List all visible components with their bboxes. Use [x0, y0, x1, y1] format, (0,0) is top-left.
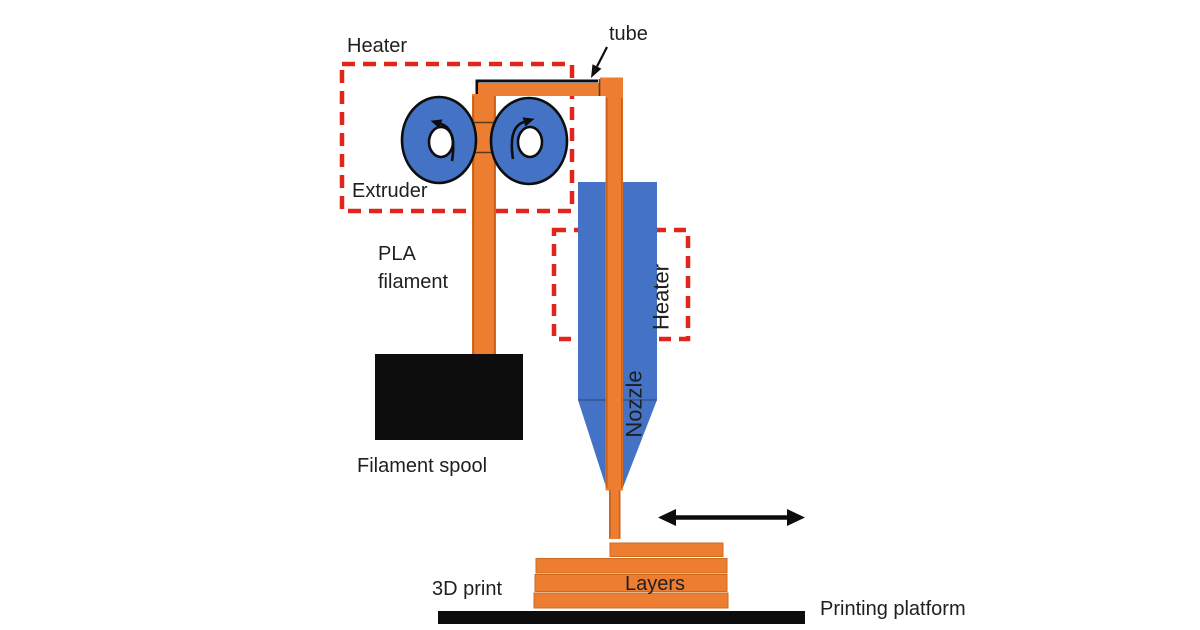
tube-vertical: [605, 77, 623, 491]
rotation-arrow-left-icon: [440, 122, 455, 162]
extruder-heater-label: Heater: [347, 35, 407, 57]
print-layer-1: [609, 542, 724, 557]
nozzle-tip-filament: [609, 489, 621, 539]
print-layer-3: [534, 574, 728, 592]
extruder-heater-dashed-box: [339, 61, 575, 214]
print-layer-4: [533, 592, 729, 609]
printing-platform: [438, 611, 805, 624]
printing-platform-label: Printing platform: [820, 598, 966, 620]
3d-print-label: 3D print: [432, 578, 502, 600]
nozzle-label: Nozzle: [622, 370, 647, 437]
layers-label: Layers: [625, 573, 685, 595]
tube-horizontal: [478, 83, 623, 96]
nozzle-heater-label: Heater: [649, 264, 674, 330]
pla-filament-label-line1: PLA: [378, 243, 416, 265]
tube-pointer-head: [591, 64, 602, 78]
tube-pointer-line: [596, 46, 608, 68]
rotation-arrow-right-head: [522, 117, 535, 127]
pla-filament-label-line2: filament: [378, 271, 448, 293]
extruder-label: Extruder: [352, 180, 428, 202]
filament-spool: [375, 354, 523, 440]
filament-spool-label: Filament spool: [357, 455, 487, 477]
motion-arrow-left-head: [658, 509, 676, 526]
extruder-wheel-right-hub: [516, 125, 544, 159]
rotation-arrow-left-head: [430, 119, 443, 129]
motion-arrow-right-head: [787, 509, 805, 526]
print-layer-2: [535, 558, 728, 574]
tube-label: tube: [609, 23, 648, 45]
rotation-arrow-right-icon: [510, 120, 525, 160]
